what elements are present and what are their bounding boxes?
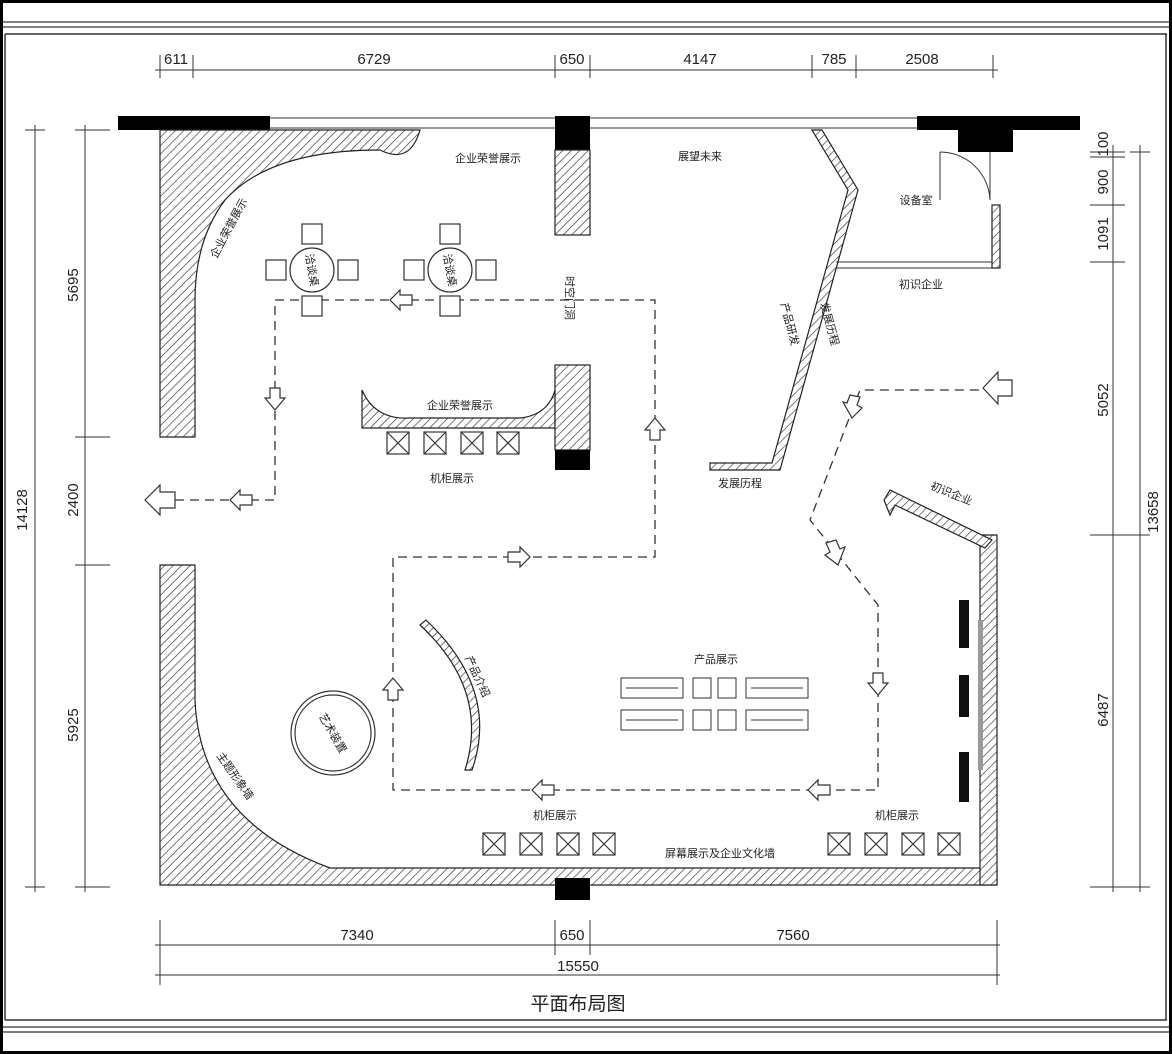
left-dimensions: 14128 5695 2400 5925 — [14, 125, 110, 892]
label-screen-wall: 屏幕展示及企业文化墙 — [665, 846, 775, 860]
bottom-dimensions: 7340 650 7560 15550 — [155, 920, 1000, 985]
negotiation-table-label: 洽谈桌 — [302, 253, 321, 288]
dim-left-total: 14128 — [14, 489, 31, 531]
arrow-icon — [229, 488, 253, 512]
dim-top-2: 6729 — [357, 51, 390, 68]
label-first-meet-top: 初识企业 — [899, 277, 943, 291]
label-product-display: 产品展示 — [694, 652, 738, 666]
arrow-icon — [841, 394, 863, 419]
arrow-icon — [263, 387, 287, 411]
label-history: 发展历程 — [718, 476, 762, 490]
arrow-icon — [807, 778, 831, 802]
dim-bottom-total: 15550 — [557, 958, 599, 975]
dim-top-5: 785 — [821, 51, 846, 68]
arrow-icon — [643, 417, 667, 441]
label-equipment-room: 设备室 — [900, 193, 933, 207]
dim-top-1: 611 — [164, 51, 188, 68]
arrow-icon — [381, 677, 405, 701]
label-time-tunnel: 时空门洞 — [563, 276, 577, 320]
dim-right-total: 13658 — [1145, 491, 1162, 533]
label-rd: 产品研发 — [777, 301, 802, 347]
arrow-icon — [531, 778, 555, 802]
arrow-icon — [866, 672, 890, 696]
dim-bottom-3: 7560 — [776, 927, 809, 944]
dim-right-1: 900 — [1095, 169, 1112, 194]
dim-right-2: 100 — [1095, 131, 1112, 156]
entrance-arrow-icon — [982, 370, 1013, 406]
walls — [118, 116, 1080, 900]
negotiation-table-label: 洽谈桌 — [440, 253, 459, 288]
dim-right-4: 5052 — [1095, 383, 1112, 416]
dim-right-5: 6487 — [1095, 693, 1112, 726]
dim-right-3: 1091 — [1095, 217, 1112, 250]
label-cabinet-bottom-right: 机柜展示 — [875, 808, 919, 822]
dim-left-2: 2400 — [65, 483, 82, 516]
label-future: 展望未来 — [678, 150, 722, 163]
dim-top-4: 4147 — [683, 51, 716, 68]
arrow-icon — [389, 288, 413, 312]
arrow-icon — [144, 483, 176, 517]
art-installation: 艺术装置 — [290, 690, 376, 776]
label-cabinet-center: 机柜展示 — [430, 471, 474, 485]
negotiation-table-1: 洽谈桌 — [265, 223, 359, 317]
arrow-icon — [823, 539, 847, 566]
label-first-meet-right: 初识企业 — [928, 479, 974, 508]
label-cabinet-bottom-left: 机柜展示 — [533, 808, 577, 822]
wall-display-labels — [959, 600, 969, 802]
dim-bottom-2: 650 — [559, 927, 584, 944]
right-dimensions: 900 100 1091 5052 6487 13658 — [1090, 131, 1162, 892]
dim-bottom-1: 7340 — [340, 927, 373, 944]
cabinets — [386, 431, 961, 856]
label-honor-center: 企业荣誉展示 — [427, 398, 493, 412]
dim-left-3: 5925 — [65, 708, 82, 741]
label-honor-top: 企业荣誉展示 — [455, 151, 521, 165]
negotiation-table-2: 洽谈桌 — [403, 223, 497, 317]
dim-left-1: 5695 — [65, 268, 82, 301]
drawing-title: 平面布局图 — [530, 993, 625, 1015]
arrow-icon — [507, 545, 531, 569]
dim-top-6: 2508 — [905, 51, 938, 68]
tour-path — [144, 288, 1013, 802]
product-display-tables — [620, 677, 809, 731]
dim-top-3: 650 — [559, 51, 584, 68]
top-dimensions: 611 6729 650 4147 785 2508 — [155, 51, 998, 78]
